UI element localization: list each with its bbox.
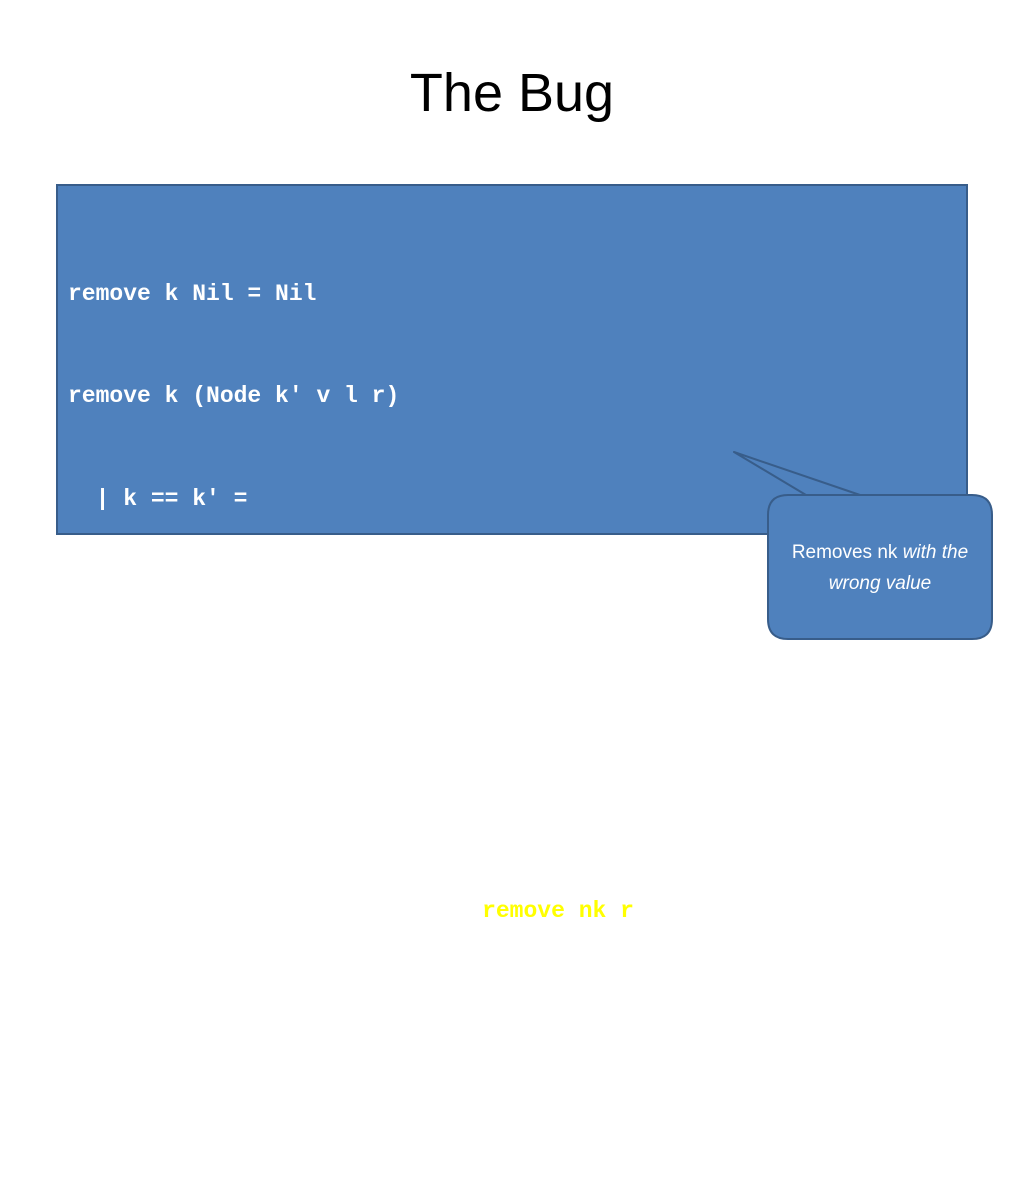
code-line: | k == k' = bbox=[68, 486, 248, 513]
code-line: Nil -> l bbox=[68, 692, 262, 719]
code-line: remove k Nil = Nil bbox=[68, 280, 317, 307]
code-line: case r of bbox=[68, 589, 248, 616]
callout-text-plain: Removes nk bbox=[791, 542, 903, 563]
callout-shape bbox=[733, 451, 993, 640]
callout-bubble bbox=[733, 451, 993, 640]
highlighted-code: remove nk r bbox=[482, 897, 634, 924]
code-line: Node nk nv l (remove nk r) bbox=[68, 894, 648, 928]
code-line-suffix: ) bbox=[633, 897, 648, 924]
callout-text: Removes nk with the wrong value bbox=[770, 537, 990, 599]
code-line: remove k (Node k' v l r) bbox=[68, 383, 400, 410]
code-line: | k < k' = Node k' v (remove k l) r bbox=[68, 1000, 579, 1027]
code-line: _ -> let (nk,nv) = leftmost r in bbox=[68, 795, 621, 822]
slide-title: The Bug bbox=[409, 63, 615, 123]
code-line-prefix: Node nk nv l ( bbox=[68, 897, 483, 924]
callout-text-italic: with the wrong value bbox=[828, 542, 969, 594]
code-line: | k > k' = Node k' v l (remove k r) bbox=[68, 1103, 579, 1130]
